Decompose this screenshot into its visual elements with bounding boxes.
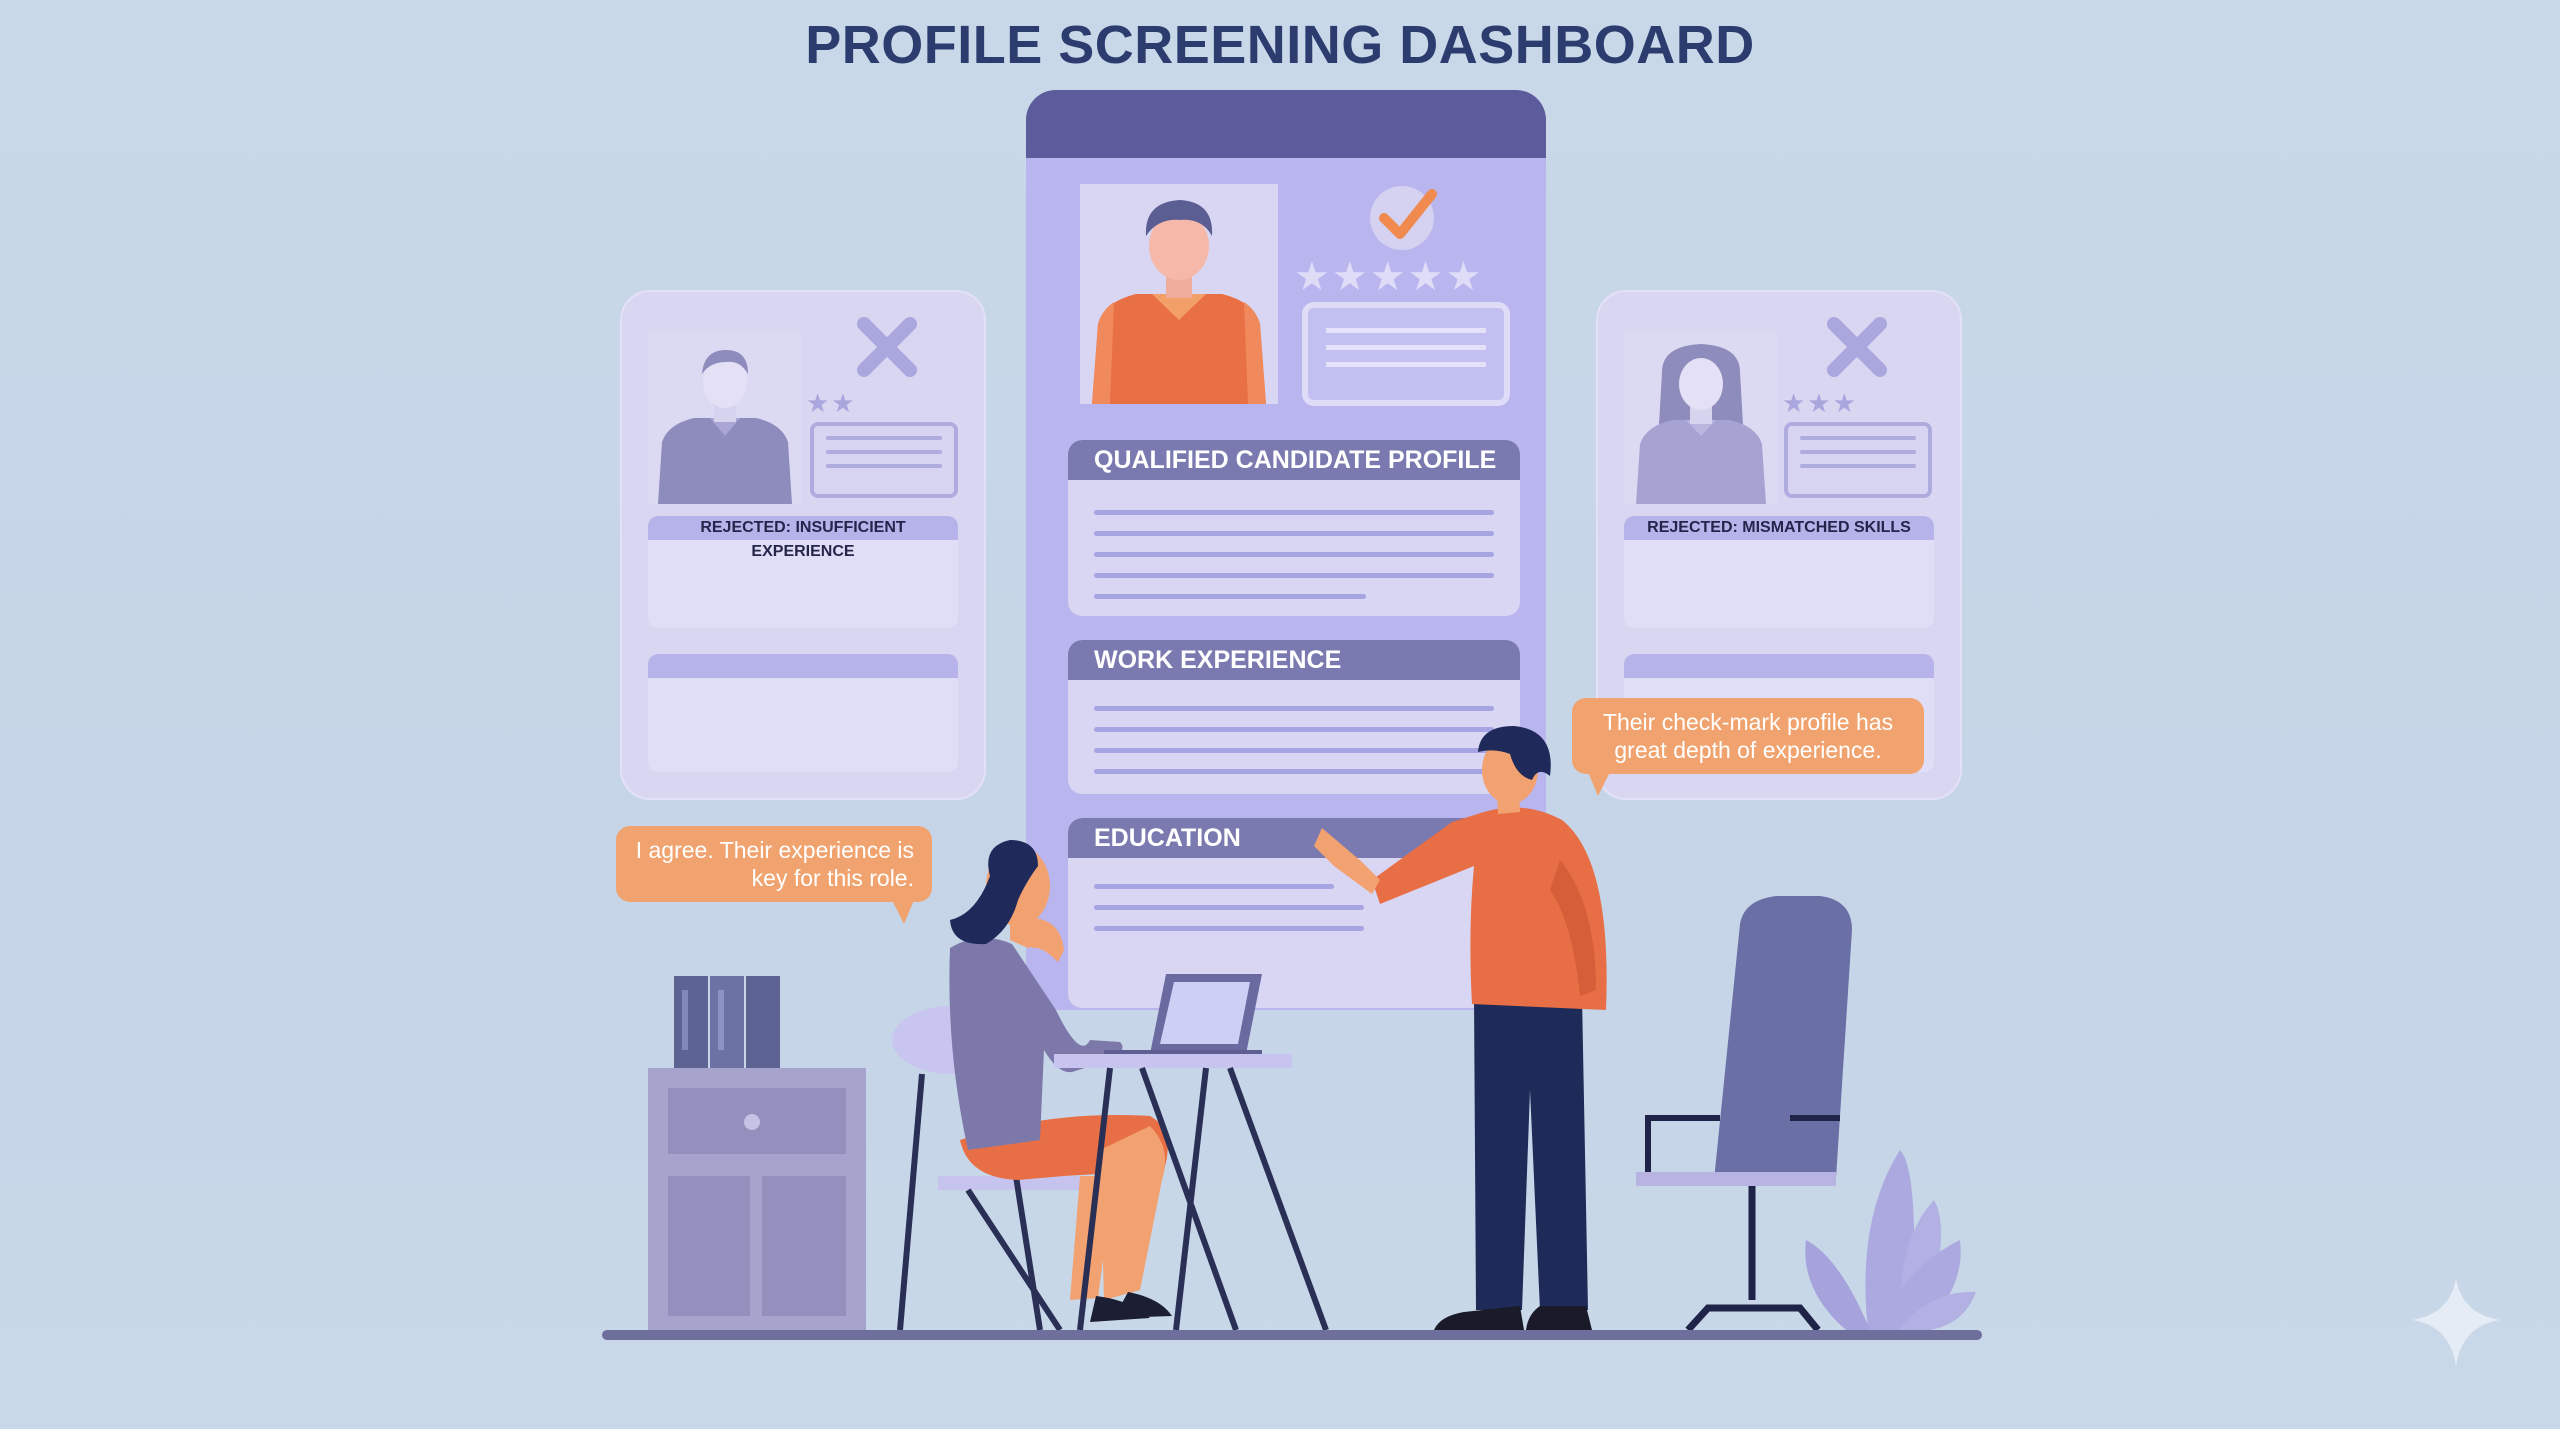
qualified-profile-section: QUALIFIED CANDIDATE PROFILE (1068, 440, 1520, 616)
status-panel: REJECTED: INSUFFICIENT EXPERIENCE (648, 516, 958, 628)
speech-text: Their check-mark profile has great depth… (1602, 709, 1894, 763)
man-figure (1314, 726, 1607, 1330)
candidate-photo (1080, 184, 1278, 404)
document-icon (1784, 422, 1932, 498)
card-header-bar (1026, 90, 1546, 158)
binders-icon (674, 976, 780, 1068)
section-header: QUALIFIED CANDIDATE PROFILE (1068, 440, 1520, 480)
qualified-candidate-card[interactable]: ★★★★★ QUALIFIED CANDIDATE PROFILE WORK E… (1026, 90, 1546, 1010)
desk-icon (1054, 1054, 1329, 1332)
cabinet-icon (648, 1068, 866, 1330)
sparkle-icon (2412, 1278, 2500, 1366)
reject-x-icon (1827, 317, 1887, 377)
floor-line (602, 1330, 1982, 1340)
rating-stars: ★★★ (1782, 388, 1858, 418)
office-chair-icon (1636, 896, 1852, 1333)
status-label: REJECTED: MISMATCHED SKILLS (1624, 516, 1934, 540)
page-title: PROFILE SCREENING DASHBOARD (805, 15, 1755, 75)
speech-bubble-man: Their check-mark profile has great depth… (1572, 698, 1924, 796)
document-icon (1302, 302, 1510, 406)
check-icon (1370, 186, 1437, 250)
rating-stars: ★★ (806, 388, 857, 418)
plant-icon (1805, 1150, 1976, 1330)
speech-bubble-woman: I agree. Their experience is key for thi… (616, 826, 932, 924)
reject-x-icon (857, 317, 917, 377)
work-experience-section: WORK EXPERIENCE (1068, 640, 1520, 794)
candidate-photo (648, 332, 802, 504)
section-header: WORK EXPERIENCE (1068, 640, 1520, 680)
status-panel: REJECTED: MISMATCHED SKILLS (1624, 516, 1934, 628)
speech-text: I agree. Their experience is key for thi… (635, 837, 914, 891)
rating-stars: ★★★★★ (1294, 255, 1484, 299)
document-icon (810, 422, 958, 498)
candidate-photo (1624, 332, 1778, 504)
rejected-card-left[interactable]: ★★ REJECTED: INSUFFICIENT EXPERIENCE (620, 290, 986, 800)
status-label: REJECTED: INSUFFICIENT EXPERIENCE (648, 516, 958, 560)
detail-panel (648, 654, 958, 772)
laptop-icon (1104, 974, 1262, 1058)
woman-figure (949, 840, 1172, 1322)
